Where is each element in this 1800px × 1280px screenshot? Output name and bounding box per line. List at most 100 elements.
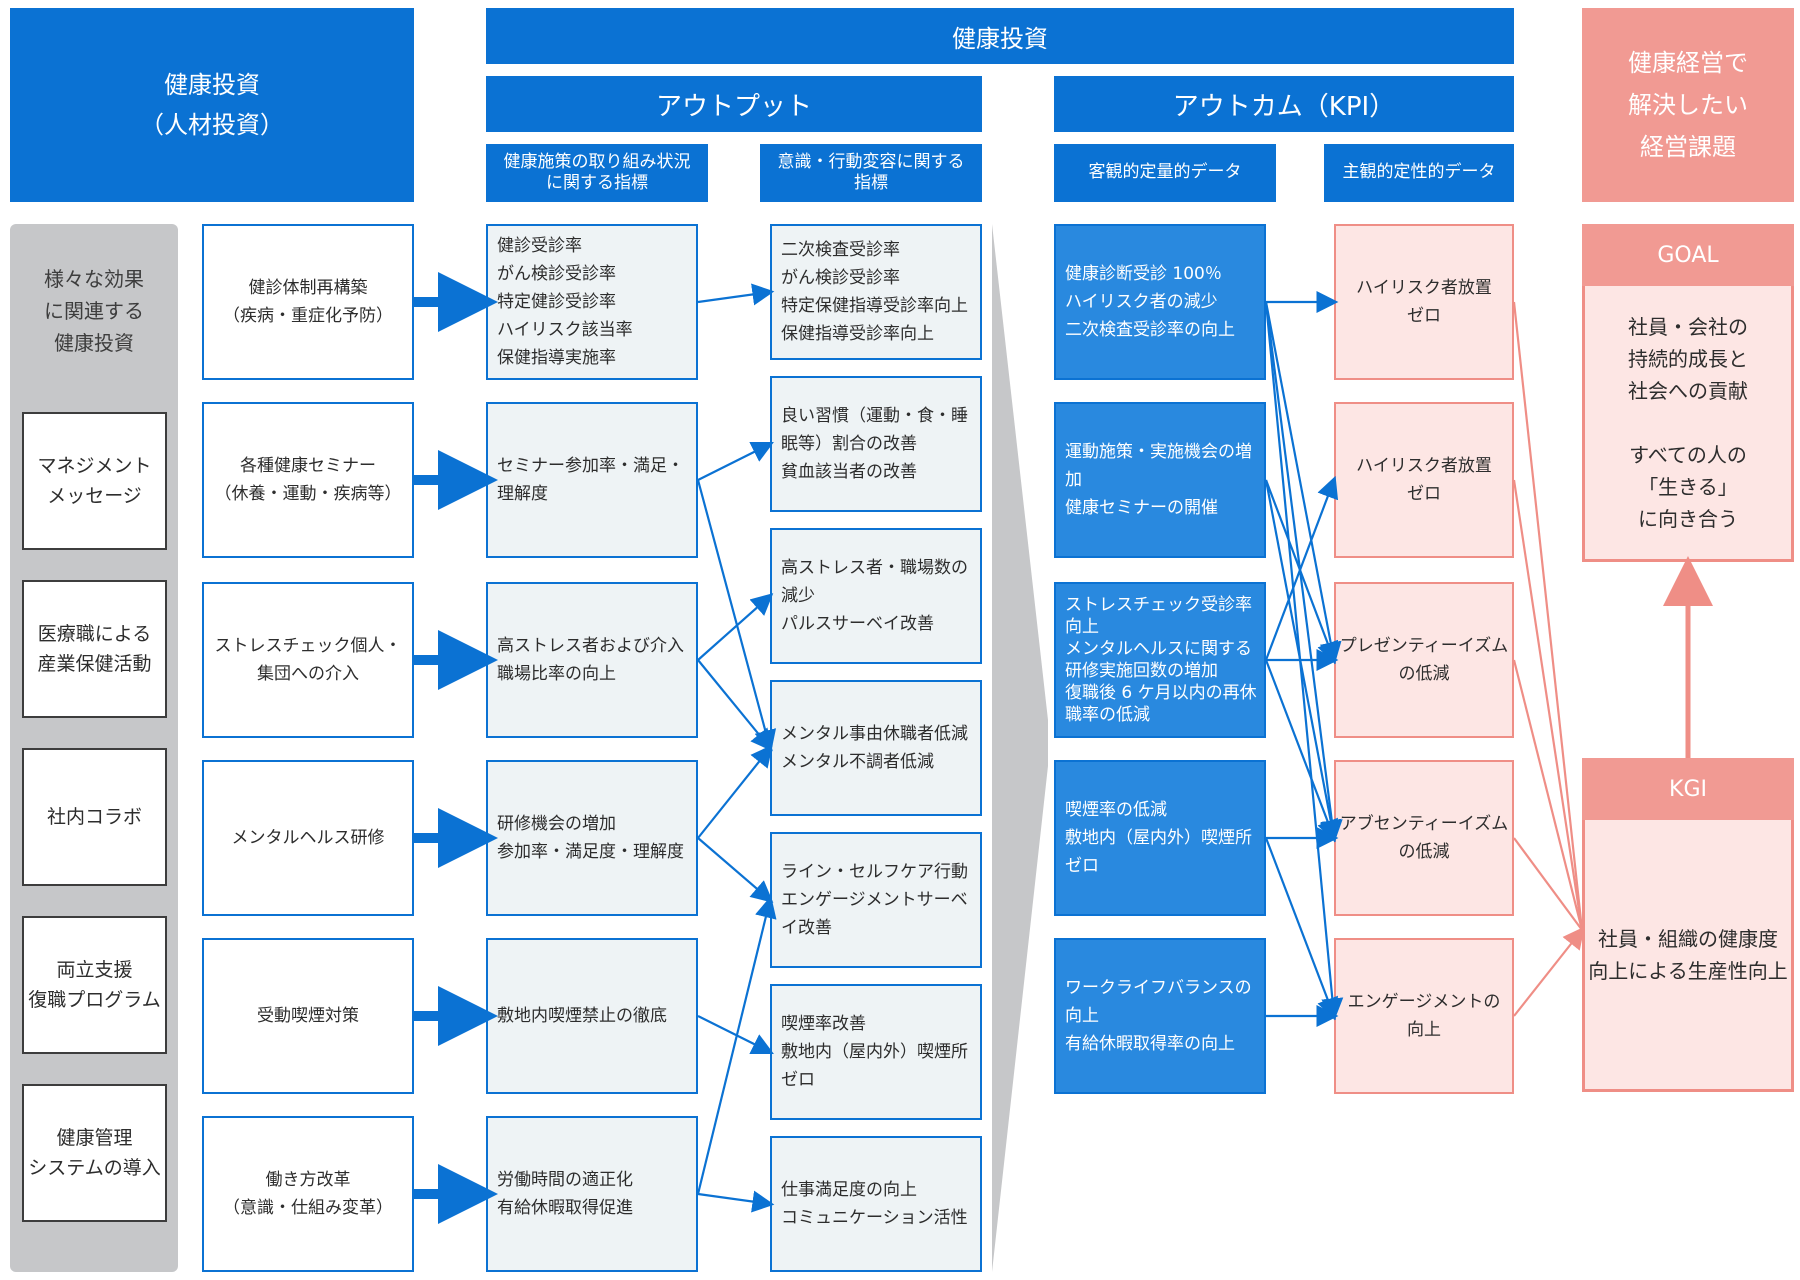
investment-6-line: （意識・仕組み変革） (223, 1198, 393, 1218)
output-indicator-2-line: セミナー参加率・満足・ (497, 456, 684, 476)
various-effects-title-2: に関連する (44, 299, 144, 323)
objective-to-subjective-connector (1264, 837, 1338, 1021)
behavior-indicator-6-line: 喫煙率改善 (781, 1014, 866, 1034)
support-item-3: 社内コラボ (22, 748, 167, 886)
objective-kpi-1-line: ハイリスク者の減少 (1065, 292, 1218, 312)
goal-text: 社員・会社の 持続的成長と 社会への貢献 すべての人の 「生きる」 に向き合う (1585, 295, 1791, 551)
subjective-kpi-5-line: 向上 (1407, 1020, 1441, 1040)
output-sub-header-2: 意識・行動変容に関する 指標 (760, 144, 982, 202)
behavior-indicator-4: メンタル事由休職者低減メンタル不調者低減 (770, 680, 982, 816)
goal-box: GOAL 社員・会社の 持続的成長と 社会への貢献 すべての人の 「生きる」 に… (1582, 224, 1794, 562)
subjective-kpi-4: アブセンティーイズムの低減 (1334, 760, 1514, 916)
behavior-indicator-3-line: パルスサーベイ改善 (781, 614, 934, 634)
objective-kpi-3-line: 向上 (1065, 617, 1099, 637)
investment-4: メンタルヘルス研修 (202, 760, 414, 916)
output-indicator-5: 敷地内喫煙禁止の徹底 (486, 938, 698, 1094)
subjective-to-kgi-connector (1513, 926, 1585, 1017)
investment-header-line1: 健康投資 (164, 71, 260, 99)
output-sub-header-2-b: 指標 (854, 173, 888, 193)
behavior-indicator-6-line: 敷地内（屋内外）喫煙所 (781, 1042, 968, 1062)
output-to-behavior-connector (696, 895, 777, 1195)
objective-kpi-5-line: 有給休暇取得率の向上 (1065, 1034, 1235, 1054)
output-indicator-6-line: 有給休暇取得促進 (497, 1198, 633, 1218)
investment-2-line: （休養・運動・疾病等） (214, 484, 402, 504)
output-indicator-1-line: 健診受診率 (497, 236, 582, 256)
objective-kpi-2: 運動施策・実施機会の増加健康セミナーの開催 (1054, 402, 1266, 558)
objective-kpi-4-line: ゼロ (1065, 856, 1099, 876)
objective-kpi-5-line: 向上 (1065, 1006, 1099, 1026)
objective-to-subjective-connector (1264, 659, 1338, 843)
support-item-4-line: 両立支援 (56, 959, 133, 981)
goal-text-7: に向き合う (1638, 507, 1738, 531)
health-investment-banner: 健康投資 (486, 8, 1514, 64)
investment-1-line: （疾病・重症化予防） (223, 306, 393, 326)
subjective-kpi-1-line: ハイリスク者放置 (1356, 278, 1492, 298)
subjective-to-kgi-connector (1512, 659, 1584, 931)
investment-header-line2: （人材投資） (140, 111, 284, 139)
subjective-to-kgi-connector (1513, 837, 1583, 931)
subjective-kpi-3-line: プレゼンティーイズム (1339, 636, 1509, 656)
objective-kpi-2-line: 運動施策・実施機会の増 (1065, 442, 1252, 462)
objective-kpi-2-line: 健康セミナーの開催 (1065, 498, 1218, 518)
objective-kpi-3-line: ストレスチェック受診率 (1065, 595, 1252, 615)
output-to-behavior-connector (697, 283, 775, 306)
objective-to-subjective-connector (1264, 475, 1339, 661)
output-indicator-1-line: がん検診受診率 (497, 264, 616, 284)
output-sub-header-1-b: に関する指標 (546, 173, 648, 193)
output-header: アウトプット (486, 76, 982, 132)
funnel-shape (992, 224, 1048, 1272)
output-to-behavior-connector (696, 479, 777, 753)
output-sub-header-1: 健康施策の取り組み状況 に関する指標 (486, 144, 708, 202)
support-item-4-line: 復職プログラム (28, 989, 161, 1011)
objective-kpi-3-line: 復職後 6 ケ月以内の再休 (1065, 683, 1257, 703)
kgi-box: KGI 社員・組織の健康度 向上による生産性向上 (1582, 758, 1794, 1092)
goal-text-6: 「生きる」 (1638, 475, 1738, 499)
objective-kpi-1: 健康診断受診 100％ハイリスク者の減少二次検査受診率の向上 (1054, 224, 1266, 380)
outcome-sub-header-1: 客観的定量的データ (1054, 144, 1276, 202)
investment-4-line: メンタルヘルス研修 (231, 828, 385, 848)
objective-kpi-4-line: 敷地内（屋内外）喫煙所 (1065, 828, 1252, 848)
behavior-indicator-5-line: エンゲージメントサーベ (781, 890, 968, 910)
output-indicator-4-line: 参加率・満足度・理解度 (497, 842, 684, 862)
output-indicator-1: 健診受診率がん検診受診率特定健診受診率ハイリスク該当率保健指導実施率 (486, 224, 698, 380)
behavior-indicator-4-line: メンタル不調者低減 (781, 752, 934, 772)
support-item-3-line: 社内コラボ (46, 806, 142, 828)
behavior-indicator-1-line: 二次検査受診率 (781, 240, 900, 260)
subjective-kpi-1: ハイリスク者放置ゼロ (1334, 224, 1514, 380)
behavior-indicator-3-line: 高ストレス者・職場数の (781, 558, 968, 578)
goal-text-5: すべての人の (1629, 443, 1747, 467)
subjective-kpi-4-line: アブセンティーイズム (1339, 814, 1509, 834)
behavior-indicator-1: 二次検査受診率がん検診受診率特定保健指導受診率向上保健指導受診率向上 (770, 224, 982, 360)
objective-kpi-5: ワークライフバランスの向上有給休暇取得率の向上 (1054, 938, 1266, 1094)
goal-text-2: 持続的成長と (1628, 347, 1748, 371)
subjective-kpi-5: エンゲージメントの向上 (1334, 938, 1514, 1094)
kgi-text-1: 社員・組織の健康度 (1598, 927, 1778, 951)
investment-header: 健康投資 （人材投資） (10, 8, 414, 202)
output-to-behavior-connector (697, 442, 774, 481)
output-indicator-1-line: 特定健診受診率 (497, 292, 616, 312)
management-issue-line2: 解決したい (1628, 91, 1748, 119)
goal-label: GOAL (1657, 242, 1719, 268)
output-to-behavior-connector (697, 593, 774, 661)
outcome-header: アウトカム（KPI） (1054, 76, 1514, 132)
outcome-sub-header-2: 主観的定性的データ (1324, 144, 1514, 202)
behavior-indicator-4-line: メンタル事由休職者低減 (781, 724, 968, 744)
various-effects-title: 様々な効果 に関連する 健康投資 (10, 256, 178, 366)
behavior-indicator-7: 仕事満足度の向上コミュニケーション活性 (770, 1136, 982, 1272)
behavior-indicator-5: ライン・セルフケア行動エンゲージメントサーベイ改善 (770, 832, 982, 968)
output-to-behavior-connector (697, 1015, 774, 1054)
support-item-5-line: システムの導入 (28, 1157, 161, 1179)
objective-kpi-1-line: 健康診断受診 100％ (1065, 264, 1222, 284)
objective-kpi-3-line: 研修実施回数の増加 (1065, 661, 1218, 681)
behavior-indicator-7-line: コミュニケーション活性 (781, 1208, 968, 1228)
behavior-indicator-1-line: 保健指導受診率向上 (781, 324, 934, 344)
output-to-behavior-connector (697, 744, 773, 839)
output-indicator-3-line: 職場比率の向上 (497, 664, 616, 684)
behavior-indicator-3: 高ストレス者・職場数の減少パルスサーベイ改善 (770, 528, 982, 664)
support-item-5-line: 健康管理 (56, 1127, 133, 1149)
output-to-behavior-connector (697, 659, 773, 752)
subjective-kpi-3: プレゼンティーイズムの低減 (1334, 582, 1514, 738)
objective-kpi-3-line: 職率の低減 (1065, 705, 1150, 725)
output-indicator-6: 労働時間の適正化有給休暇取得促進 (486, 1116, 698, 1272)
